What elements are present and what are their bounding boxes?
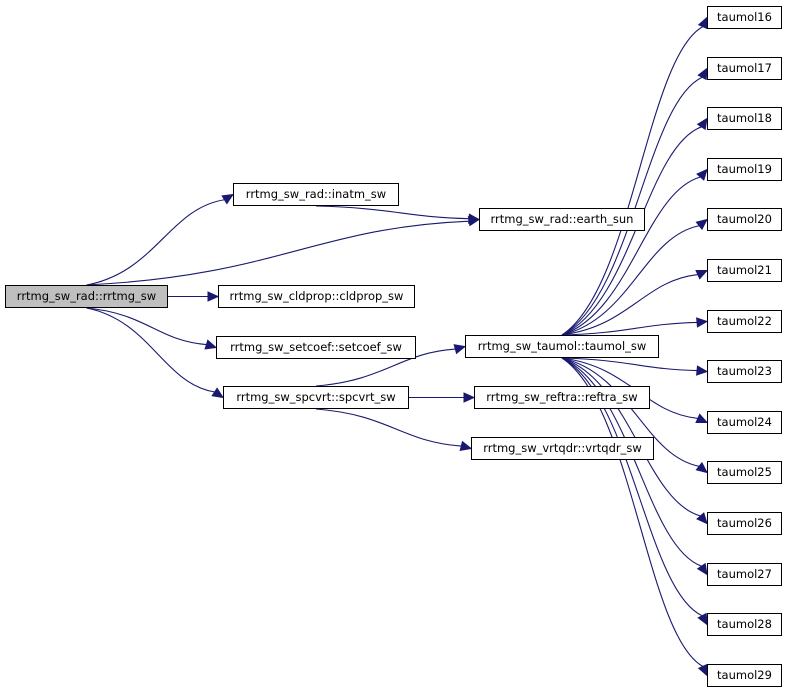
arrowhead-taumol-to-t25 bbox=[695, 461, 708, 474]
node-earth-sun[interactable]: rrtmg_sw_rad::earth_sun bbox=[479, 208, 645, 231]
arrowhead-taumol-to-t29 bbox=[697, 663, 708, 677]
arrowhead-taumol-to-t18 bbox=[696, 117, 708, 131]
node-taumol29[interactable]: taumol29 bbox=[707, 664, 782, 687]
node-reftra-sw[interactable]: rrtmg_sw_reftra::reftra_sw bbox=[474, 386, 650, 409]
edge-taumol-to-t29 bbox=[561, 357, 704, 667]
node-setcoef-sw[interactable]: rrtmg_sw_setcoef::setcoef_sw bbox=[216, 336, 416, 359]
arrowhead-taumol-to-t22 bbox=[696, 317, 709, 328]
arrowhead-taumol-to-t24 bbox=[695, 413, 709, 424]
edge-taumol-to-t23 bbox=[561, 357, 698, 372]
node-taumol-sw[interactable]: rrtmg_sw_taumol::taumol_sw bbox=[465, 335, 659, 358]
node-taumol28[interactable]: taumol28 bbox=[707, 613, 782, 636]
node-taumol16[interactable]: taumol16 bbox=[707, 6, 782, 29]
node-taumol25[interactable]: taumol25 bbox=[707, 461, 782, 484]
arrowhead-taumol-to-t17 bbox=[697, 67, 708, 81]
arrowhead-rrtmg-to-spcvrt bbox=[211, 387, 225, 399]
arrowhead-spcvrt-to-reftra bbox=[463, 392, 476, 403]
edge-taumol-to-t25 bbox=[561, 357, 700, 467]
node-taumol24[interactable]: taumol24 bbox=[707, 411, 782, 434]
edge-rrtmg-to-setcoef bbox=[86, 307, 207, 346]
edge-taumol-to-t19 bbox=[561, 176, 701, 336]
arrowhead-taumol-to-t26 bbox=[696, 512, 708, 525]
edge-rrtmg-to-spcvrt bbox=[86, 307, 215, 393]
edge-taumol-to-t28 bbox=[561, 357, 703, 617]
node-spcvrt-sw[interactable]: rrtmg_sw_spcvrt::spcvrt_sw bbox=[223, 386, 409, 409]
node-vrtqdr-sw[interactable]: rrtmg_sw_vrtqdr::vrtqdr_sw bbox=[471, 437, 654, 460]
edge-inatm-to-earth_sun bbox=[315, 205, 470, 220]
node-rrtmg-sw-rad-rrtmg-sw: rrtmg_sw_rad::rrtmg_sw bbox=[5, 285, 168, 308]
edge-spcvrt-to-taumol bbox=[315, 348, 456, 387]
node-taumol26[interactable]: taumol26 bbox=[707, 512, 782, 535]
arrowhead-taumol-to-t16 bbox=[697, 16, 708, 30]
node-taumol27[interactable]: taumol27 bbox=[707, 563, 782, 586]
node-taumol22[interactable]: taumol22 bbox=[707, 310, 782, 333]
arrowhead-taumol-to-t21 bbox=[695, 269, 709, 280]
node-taumol17[interactable]: taumol17 bbox=[707, 57, 782, 80]
node-taumol19[interactable]: taumol19 bbox=[707, 158, 782, 181]
edge-taumol-to-t16 bbox=[561, 26, 704, 336]
edge-taumol-to-t22 bbox=[561, 321, 698, 336]
arrowhead-rrtmg-to-setcoef bbox=[204, 339, 218, 350]
arrowhead-taumol-to-t23 bbox=[696, 365, 709, 376]
node-taumol20[interactable]: taumol20 bbox=[707, 208, 782, 231]
edge-taumol-to-t17 bbox=[561, 76, 703, 336]
node-taumol18[interactable]: taumol18 bbox=[707, 107, 782, 130]
arrowhead-rrtmg-to-inatm bbox=[221, 193, 235, 205]
arrowhead-inatm-to-earth_sun bbox=[468, 213, 481, 224]
arrowhead-taumol-to-t19 bbox=[696, 168, 708, 181]
edge-spcvrt-to-vrtqdr bbox=[315, 408, 462, 447]
edge-taumol-to-t21 bbox=[561, 274, 698, 336]
arrowhead-taumol-to-t27 bbox=[696, 562, 708, 576]
arrowhead-taumol-to-t28 bbox=[697, 612, 708, 626]
node-taumol21[interactable]: taumol21 bbox=[707, 259, 782, 282]
edge-rrtmg-to-inatm bbox=[86, 199, 225, 286]
edge-taumol-to-t20 bbox=[561, 225, 700, 336]
edge-taumol-to-t27 bbox=[561, 357, 702, 567]
arrowhead-spcvrt-to-vrtqdr bbox=[459, 440, 473, 452]
arrowhead-taumol-to-t20 bbox=[695, 218, 708, 231]
node-taumol23[interactable]: taumol23 bbox=[707, 360, 782, 383]
node-inatm-sw[interactable]: rrtmg_sw_rad::inatm_sw bbox=[233, 183, 399, 206]
arrowhead-rrtmg-to-cldprop bbox=[207, 291, 220, 302]
edge-rrtmg-to-earth_sun bbox=[86, 220, 470, 286]
node-cldprop-sw[interactable]: rrtmg_sw_cldprop::cldprop_sw bbox=[218, 285, 415, 308]
arrowhead-spcvrt-to-taumol bbox=[453, 344, 467, 355]
